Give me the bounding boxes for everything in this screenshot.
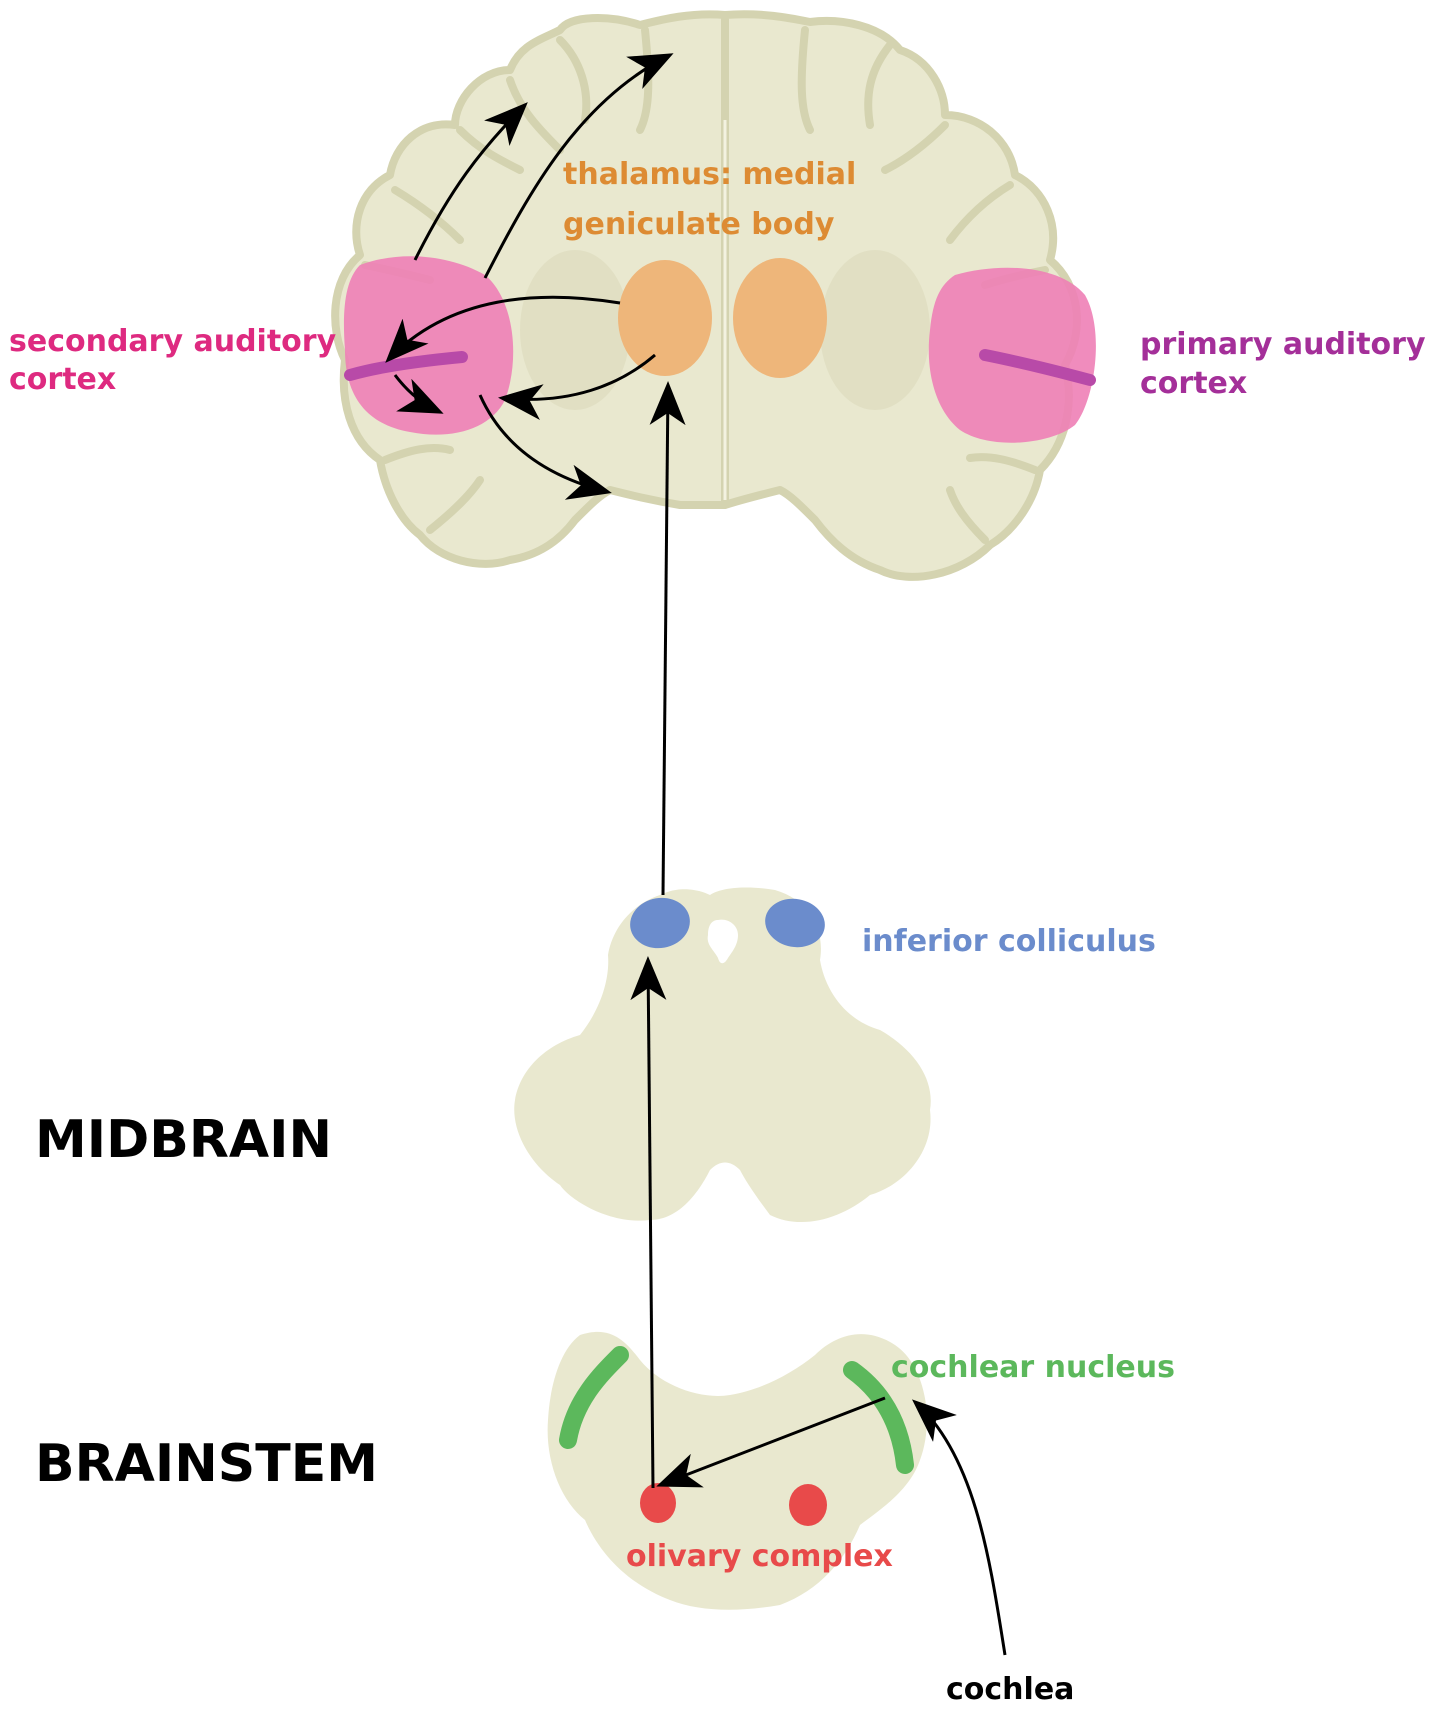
brainstem-label: BRAINSTEM <box>35 1434 378 1494</box>
right-olivary-complex <box>789 1484 827 1526</box>
left-olivary-complex <box>640 1483 676 1523</box>
secondary-auditory-cortex-label-line1: secondary auditory <box>9 324 337 359</box>
cochlear-nucleus-label: cochlear nucleus <box>891 1350 1175 1385</box>
left-medial-geniculate-body <box>618 260 712 376</box>
primary-auditory-cortex-label-line2: cortex <box>1140 366 1247 401</box>
thalamus-label-line2: geniculate body <box>563 207 835 242</box>
right-basal-ganglia <box>820 250 930 410</box>
secondary-auditory-cortex-label-line2: cortex <box>9 362 116 397</box>
left-basal-ganglia <box>520 250 630 410</box>
right-medial-geniculate-body <box>733 258 827 378</box>
thalamus-label-line1: thalamus: medial <box>563 157 856 192</box>
arrow-cochlea-to-cochlear-nucleus <box>915 1402 1005 1655</box>
midbrain-label: MIDBRAIN <box>35 1110 332 1170</box>
inferior-colliculus-label: inferior colliculus <box>862 924 1156 959</box>
coronal-brain-section <box>335 14 1096 577</box>
primary-auditory-cortex-label-line1: primary auditory <box>1140 327 1426 362</box>
cochlea-label: cochlea <box>946 1672 1074 1707</box>
olivary-complex-label: olivary complex <box>626 1539 893 1574</box>
